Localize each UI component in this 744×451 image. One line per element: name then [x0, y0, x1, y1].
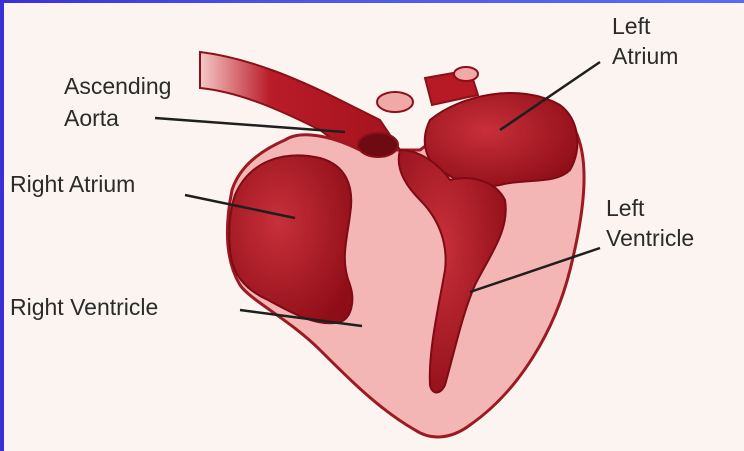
label-right-atrium: Right Atrium	[10, 170, 135, 198]
vessel-stub-3	[454, 67, 478, 81]
label-left-ventricle-line1: Left	[606, 194, 644, 222]
left-atrium-chamber	[425, 93, 578, 186]
right-atrium-chamber	[229, 155, 352, 323]
label-ascending-aorta-line1: Ascending	[64, 72, 171, 100]
label-left-atrium-line1: Left	[612, 12, 650, 40]
label-left-atrium-line2: Atrium	[612, 42, 678, 70]
aorta-opening	[358, 133, 398, 157]
vessel-stub-1	[377, 92, 413, 112]
label-left-ventricle-line2: Ventricle	[606, 224, 694, 252]
label-right-ventricle: Right Ventricle	[10, 293, 158, 321]
label-ascending-aorta-line2: Aorta	[64, 104, 119, 132]
